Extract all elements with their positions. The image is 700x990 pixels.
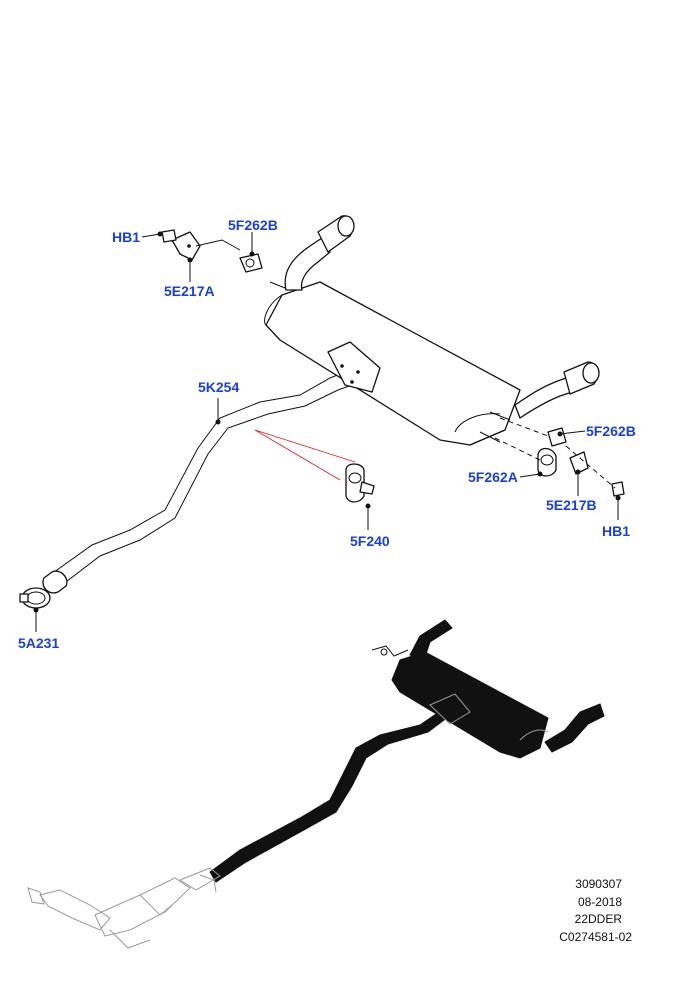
callout-5f262b-top[interactable]: 5F262B xyxy=(228,217,278,233)
clamp-5a231 xyxy=(19,587,51,609)
isolator-5f262b-top xyxy=(239,253,263,273)
tailpipe-right xyxy=(514,361,600,419)
assembled-silencer xyxy=(391,651,549,759)
callout-5a231[interactable]: 5A231 xyxy=(18,635,59,651)
callout-hb1-top[interactable]: HB1 xyxy=(112,229,140,245)
tailpipe-left xyxy=(284,215,355,291)
assembly-line-right xyxy=(494,417,616,489)
assembled-pipe xyxy=(209,709,454,883)
bracket-5e217b xyxy=(569,451,625,497)
callout-5e217b[interactable]: 5E217B xyxy=(546,497,597,513)
callout-5f240[interactable]: 5F240 xyxy=(350,533,390,549)
clamp-5f240 xyxy=(254,429,375,503)
assembled-tailpipe-right xyxy=(544,703,605,753)
callout-5f262a[interactable]: 5F262A xyxy=(468,469,518,485)
assembled-wire xyxy=(371,645,409,657)
rear-silencer xyxy=(264,281,521,446)
exploded-view: HB1 5F262B 5E217A 5K254 5F262B 5F262A 5E… xyxy=(18,215,636,651)
leader-lines xyxy=(33,231,621,632)
reference-block: 3090307 08-2018 22DDER C0274581-02 xyxy=(559,877,632,944)
catalytic-converter-ghost xyxy=(27,867,221,949)
catalogue-reference: C0274581-02 xyxy=(559,930,632,944)
callout-hb1-right[interactable]: HB1 xyxy=(602,523,630,539)
isolator-5f262b-right xyxy=(547,427,567,447)
assembled-tailpipe-left xyxy=(409,619,453,661)
model-code: 22DDER xyxy=(575,912,623,926)
illustration-number: 3090307 xyxy=(575,877,622,891)
assembled-view xyxy=(27,619,605,949)
callout-5f262b-right[interactable]: 5F262B xyxy=(586,423,636,439)
bracket-5e217a xyxy=(161,229,241,261)
callout-5e217a[interactable]: 5E217A xyxy=(164,283,215,299)
callout-5k254[interactable]: 5K254 xyxy=(198,379,239,395)
revision-date: 08-2018 xyxy=(578,895,622,909)
intermediate-pipe xyxy=(42,371,353,594)
